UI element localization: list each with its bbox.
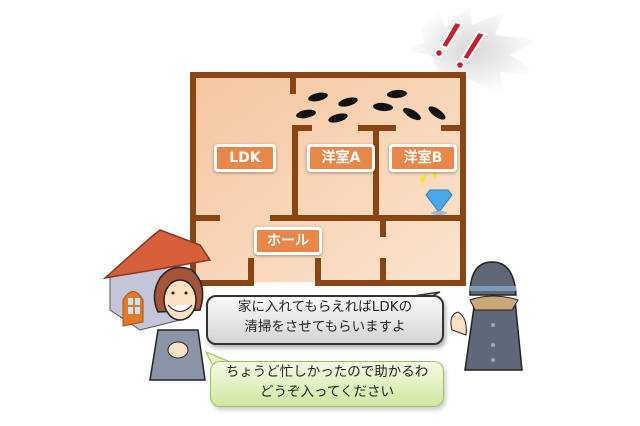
room-label-ldk: LDK [214,144,276,172]
resident-speech-line-2: どうぞ入ってください [260,384,394,400]
intruder-speech-line-2: 清掃をさせてもらいますよ [244,319,406,335]
resident-speech-bubble: ちょうど忙しかったので助かるわ どうぞ入ってください [210,361,444,407]
room-label-room-a: 洋室A [307,144,375,172]
room-label-hall: ホール [254,227,322,255]
diamond-icon [420,166,453,215]
floor-plan [190,72,466,286]
intruder-hat-man-character [450,261,523,371]
intruder-speech-bubble: 家に入れてもらえればLDKの 清掃をさせてもらいますよ [206,295,444,345]
resident-speech-line-1: ちょうど忙しかったので助かるわ [225,364,429,380]
resident-woman-character [149,266,206,381]
intruder-speech-line-1: 家に入れてもらえればLDKの [237,299,413,315]
footprints-icon [296,89,446,123]
exclamation-icon [434,20,487,70]
room-label-room-b: 洋室B [389,144,457,172]
